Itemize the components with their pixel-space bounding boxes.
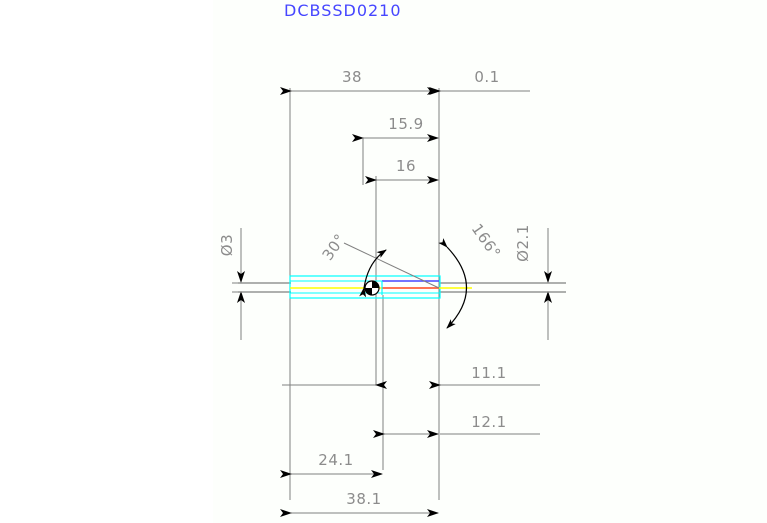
dim-group-24-1: 24.1 — [280, 451, 383, 478]
drawing-title: DCBSSD0210 — [284, 1, 402, 20]
dim-label-diameter-2-1: Ø2.1 — [514, 224, 532, 262]
dim-group-16: 16 — [365, 157, 439, 184]
dim-group-11-1: 11.1 — [282, 364, 540, 389]
dim-label-38: 38 — [342, 68, 362, 86]
dim-label-12-1: 12.1 — [471, 413, 506, 431]
dim-group-diameter-right: Ø2.1 — [514, 224, 552, 340]
angle-arc-30 — [359, 249, 387, 298]
dim-group-diameter-left: Ø3 — [218, 228, 290, 340]
dim-label-15-9: 15.9 — [388, 115, 423, 133]
dim-label-16: 16 — [396, 157, 416, 175]
dim-group-12-1: 12.1 — [373, 413, 540, 438]
dim-label-angle-30: 30° — [318, 230, 349, 263]
part-profile — [238, 282, 566, 293]
dim-group-angle-166: 166° — [438, 220, 505, 329]
dim-label-38-1: 38.1 — [346, 490, 381, 508]
dim-group-15-9: 15.9 — [352, 115, 439, 185]
dim-label-11-1: 11.1 — [471, 364, 506, 382]
extension-lines — [289, 88, 440, 500]
dim-group-top: 38 0.1 — [280, 68, 530, 95]
center-marker-icon — [364, 280, 380, 296]
dim-group-38-1: 38.1 — [280, 490, 439, 517]
center-marker-quad-b — [365, 288, 372, 295]
dim-label-diameter-3: Ø3 — [218, 234, 236, 256]
dim-label-angle-166: 166° — [468, 220, 505, 262]
dim-label-0-1: 0.1 — [474, 68, 499, 86]
angle-arc-166 — [438, 238, 467, 329]
center-marker-quad-a — [372, 281, 379, 288]
dim-label-24-1: 24.1 — [318, 451, 353, 469]
